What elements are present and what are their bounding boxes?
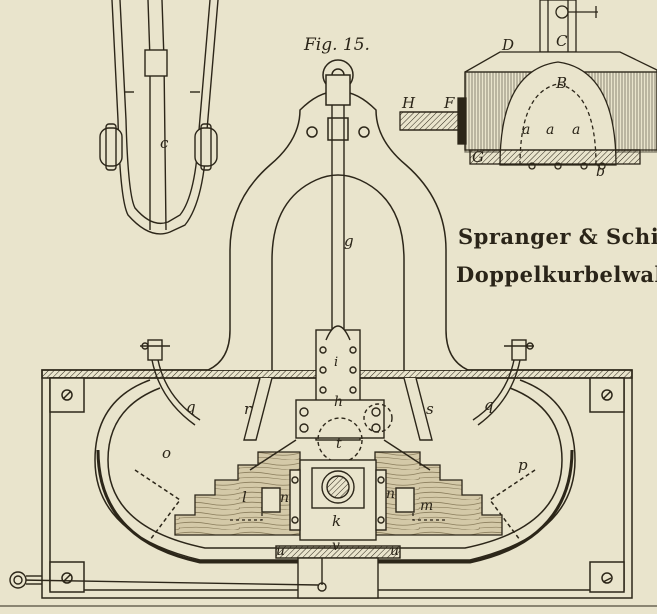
- label-q-right: q: [484, 396, 494, 414]
- title-line-2: Doppelkurbelwal: [456, 262, 657, 287]
- wooden-blocks: [174, 451, 503, 536]
- label-t: t: [336, 436, 342, 452]
- label-u-left: u: [276, 543, 285, 559]
- label-r: r: [244, 400, 252, 418]
- label-B: B: [555, 74, 567, 92]
- bottom-outlet: [9, 545, 401, 599]
- label-a-right: a: [572, 122, 580, 138]
- label-a-center: a: [546, 122, 554, 138]
- label-i: i: [334, 355, 338, 370]
- figure-label: Fig. 15.: [303, 35, 370, 55]
- label-u-right: u: [390, 543, 399, 559]
- label-C: C: [556, 32, 568, 50]
- label-D: D: [501, 36, 514, 54]
- title-line-1: Spranger & Schi: [458, 224, 657, 249]
- label-h: h: [334, 394, 343, 410]
- label-c: c: [160, 134, 169, 152]
- paddles: [243, 377, 433, 441]
- furnace-detail: [399, 0, 657, 170]
- label-n-right: n: [386, 486, 395, 502]
- crank-shaft-box: [261, 459, 415, 541]
- label-p: p: [518, 456, 528, 474]
- scrapers: [140, 339, 534, 426]
- label-k: k: [332, 512, 341, 530]
- label-s: s: [426, 400, 434, 418]
- label-g: g: [344, 232, 354, 250]
- connecting-rod: [249, 105, 431, 471]
- bell-housing: [207, 59, 469, 371]
- part-labels: D C B H F G a a a b c g i h t q q r s o …: [160, 32, 605, 559]
- label-G: G: [472, 148, 484, 166]
- label-F: F: [443, 94, 455, 112]
- label-m: m: [420, 498, 433, 514]
- label-a-left: a: [522, 122, 530, 138]
- shaft-clamp-detail: [99, 0, 219, 235]
- label-v: v: [332, 538, 340, 554]
- label-H: H: [401, 94, 416, 112]
- label-l: l: [242, 488, 247, 506]
- label-o: o: [162, 444, 171, 462]
- label-n-left: n: [280, 490, 289, 506]
- label-q-left: q: [186, 398, 196, 416]
- label-b: b: [596, 164, 605, 180]
